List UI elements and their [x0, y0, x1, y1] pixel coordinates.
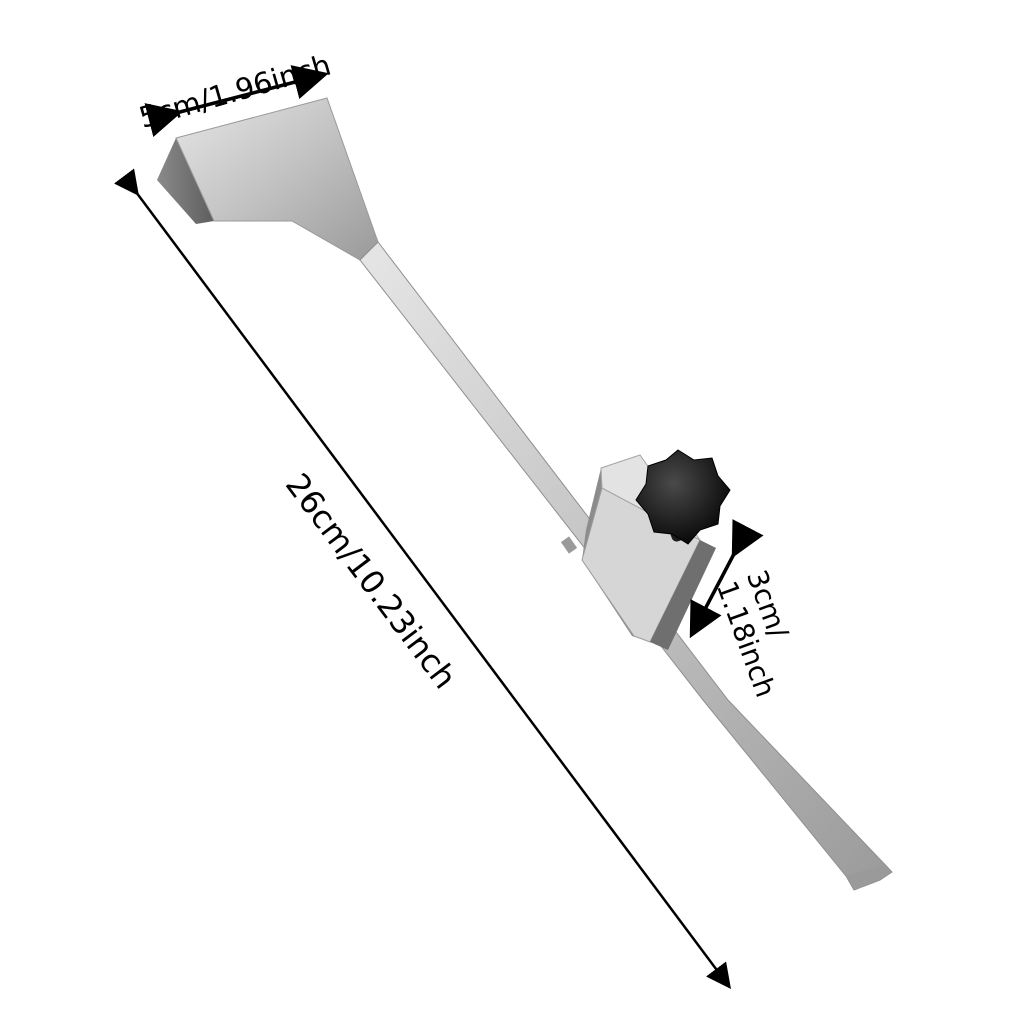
tool-head	[175, 97, 379, 261]
length-arrow	[114, 168, 731, 990]
tool-tip	[846, 866, 892, 890]
tool-body	[157, 97, 893, 891]
clamp-width-arrow	[689, 519, 764, 639]
width-arrow	[144, 65, 329, 137]
